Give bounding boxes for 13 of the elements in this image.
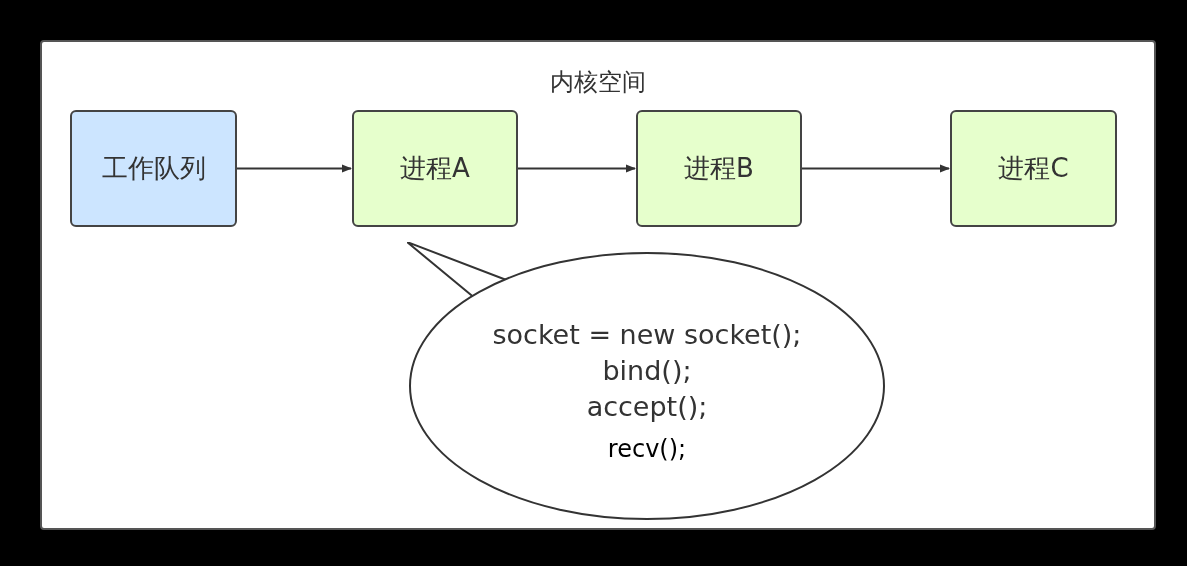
code-line: bind(); [602, 354, 692, 388]
process-box: 进程B [636, 110, 802, 227]
frame-title: 内核空间 [549, 67, 647, 98]
code-line: accept(); [586, 390, 708, 424]
arrow [801, 164, 950, 173]
kernel-space-frame [40, 40, 1156, 530]
code-line: socket = new socket(); [492, 318, 802, 352]
process-box: 工作队列 [70, 110, 237, 227]
arrow [236, 164, 352, 173]
code-line: recv(); [607, 434, 687, 465]
process-box: 进程C [950, 110, 1117, 227]
process-box: 进程A [352, 110, 518, 227]
arrow [517, 164, 636, 173]
